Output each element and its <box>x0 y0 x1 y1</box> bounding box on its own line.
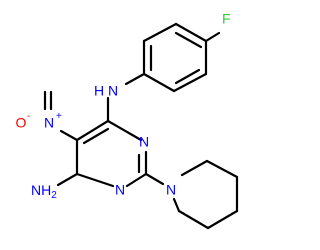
nitro-n-charge: + <box>56 111 62 122</box>
bond <box>124 72 146 86</box>
bond <box>206 209 239 230</box>
bond <box>144 172 165 186</box>
fluorine-label: F <box>222 11 231 27</box>
bond <box>205 159 239 179</box>
bond <box>172 72 208 93</box>
bond <box>172 197 181 213</box>
bond <box>82 127 110 145</box>
bond <box>180 159 209 177</box>
bond <box>75 172 115 188</box>
bond <box>59 129 79 142</box>
amine-nh: NH <box>31 182 51 198</box>
amine-subscript: 2 <box>51 190 57 201</box>
bond <box>142 72 176 93</box>
bond <box>174 31 203 49</box>
bond <box>177 209 210 230</box>
nitro-o-label: O <box>16 115 27 131</box>
nh-linker-n-label: N <box>108 83 118 99</box>
piperidine-n-label: N <box>166 182 176 198</box>
nitro-o-charge: - <box>27 111 30 122</box>
ring-n-right-label: N <box>139 134 149 150</box>
bond <box>174 68 201 85</box>
bond <box>142 22 178 43</box>
bond <box>204 31 221 43</box>
molecule-structure: F N H N + O - N N N NH2 <box>16 11 239 230</box>
bond <box>174 22 208 43</box>
nh-linker-h-label: H <box>94 83 104 99</box>
ring-n-bottom-label: N <box>115 182 125 198</box>
bond <box>56 172 79 187</box>
bonds <box>43 22 239 230</box>
nitro-n-label: N <box>44 115 54 131</box>
bond <box>106 119 143 142</box>
bond <box>75 119 110 142</box>
bond <box>125 172 148 188</box>
atom-labels: F N H N + O - N N N NH2 <box>16 11 231 201</box>
amine-label: NH2 <box>31 182 57 201</box>
